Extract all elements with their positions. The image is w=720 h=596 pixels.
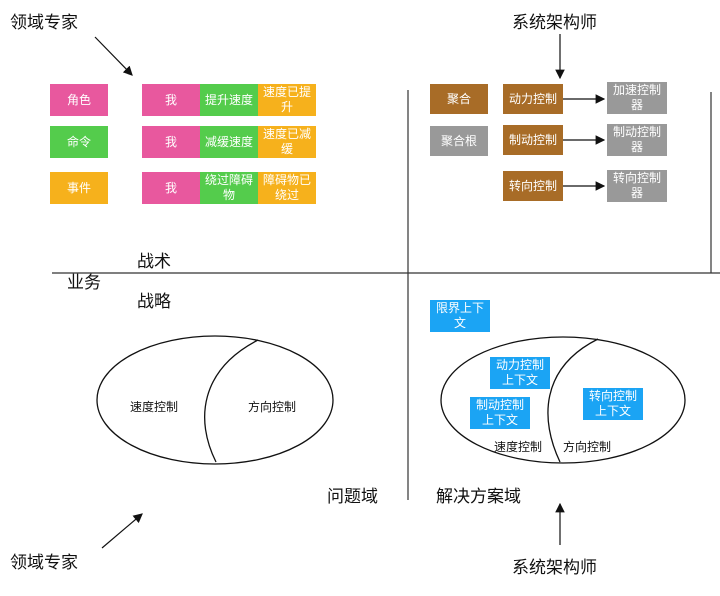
device-brake: 制动控制器 xyxy=(607,124,667,156)
context-brake: 制动控制上下文 xyxy=(470,397,530,429)
strategic-label: 战略 xyxy=(137,292,171,312)
solution-domain-label: 解决方案域 xyxy=(436,487,521,507)
device-accelerator: 加速控制器 xyxy=(607,82,667,114)
device-steer: 转向控制器 xyxy=(607,170,667,202)
solution-ellipse xyxy=(440,336,686,464)
row3-event: 障碍物已绕过 xyxy=(258,172,316,204)
problem-subdomain-direction: 方向控制 xyxy=(248,400,297,414)
problem-ellipse xyxy=(96,335,334,465)
row3-actor: 我 xyxy=(142,172,200,204)
type-command: 命令 xyxy=(50,126,108,158)
bounded-context-box: 限界上下文 xyxy=(430,300,490,332)
domain-expert-top-label: 领域专家 xyxy=(10,13,78,33)
row1-event: 速度已提升 xyxy=(258,84,316,116)
aggregate-root-box: 聚合根 xyxy=(430,126,488,156)
architect-top-label: 系统架构师 xyxy=(512,13,597,33)
aggregate-box: 聚合 xyxy=(430,84,488,114)
architect-bottom-label: 系统架构师 xyxy=(512,558,597,578)
row3-command: 绕过障碍物 xyxy=(200,172,258,204)
expert-top-arrow xyxy=(94,36,133,76)
tactical-label: 战术 xyxy=(137,252,171,272)
context-power: 动力控制上下文 xyxy=(490,357,550,389)
problem-subdomain-speed: 速度控制 xyxy=(130,400,179,414)
solution-divider xyxy=(547,338,599,463)
context-steer: 转向控制上下文 xyxy=(583,388,643,420)
type-actor: 角色 xyxy=(50,84,108,116)
control-steer: 转向控制 xyxy=(503,171,563,201)
problem-divider xyxy=(204,339,259,463)
row2-command: 减缓速度 xyxy=(200,126,258,158)
row2-actor: 我 xyxy=(142,126,200,158)
row1-command: 提升速度 xyxy=(200,84,258,116)
domain-expert-bottom-label: 领域专家 xyxy=(10,553,78,573)
problem-domain-label: 问题域 xyxy=(327,487,378,507)
row2-event: 速度已减缓 xyxy=(258,126,316,158)
type-event: 事件 xyxy=(50,172,108,204)
control-power: 动力控制 xyxy=(503,84,563,114)
row1-actor: 我 xyxy=(142,84,200,116)
business-label: 业务 xyxy=(67,273,101,293)
control-brake: 制动控制 xyxy=(503,125,563,155)
expert-bottom-arrow xyxy=(101,513,143,549)
solution-subdomain-direction: 方向控制 xyxy=(563,440,612,454)
solution-subdomain-speed: 速度控制 xyxy=(494,440,543,454)
